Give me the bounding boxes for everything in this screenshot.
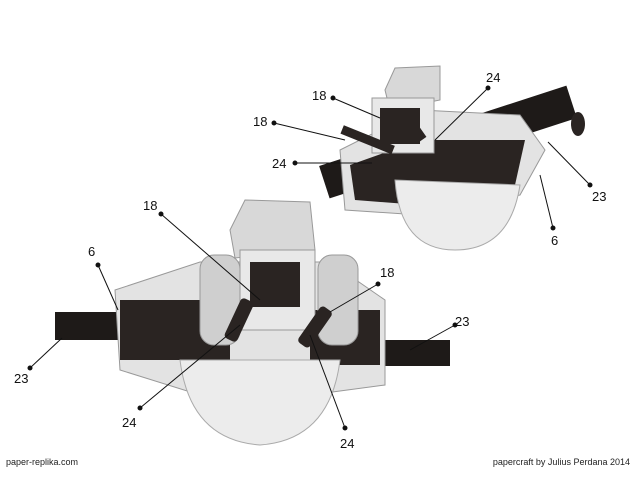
cannon [340,125,395,155]
callout-label: 18 [380,265,394,280]
site-credit: paper-replika.com [6,457,79,467]
lower-hull [179,359,341,446]
head-block [229,199,316,259]
side-pod [199,254,241,346]
model-bottom-left [55,199,450,446]
cannon [398,108,427,143]
callout-label: 18 [253,114,267,129]
callout-label: 24 [486,70,500,85]
callout-label: 24 [272,156,286,171]
callout-label: 18 [312,88,326,103]
callout-label: 24 [122,415,136,430]
callout-label: 23 [592,189,606,204]
center-window [250,262,300,307]
lower-hull [394,179,521,251]
axle-end [571,112,585,136]
callout-label: 18 [143,198,157,213]
callout-label: 24 [340,436,354,451]
callout-label: 23 [455,314,469,329]
model-top-right [319,65,585,251]
callout-label: 6 [88,244,95,259]
callout-label: 6 [551,233,558,248]
cannon [224,298,254,342]
callout-label: 23 [14,371,28,386]
side-pod [317,254,359,346]
leader-lines [27,85,593,431]
author-credit: papercraft by Julius Perdana 2014 [492,457,630,467]
cannon [298,306,332,348]
